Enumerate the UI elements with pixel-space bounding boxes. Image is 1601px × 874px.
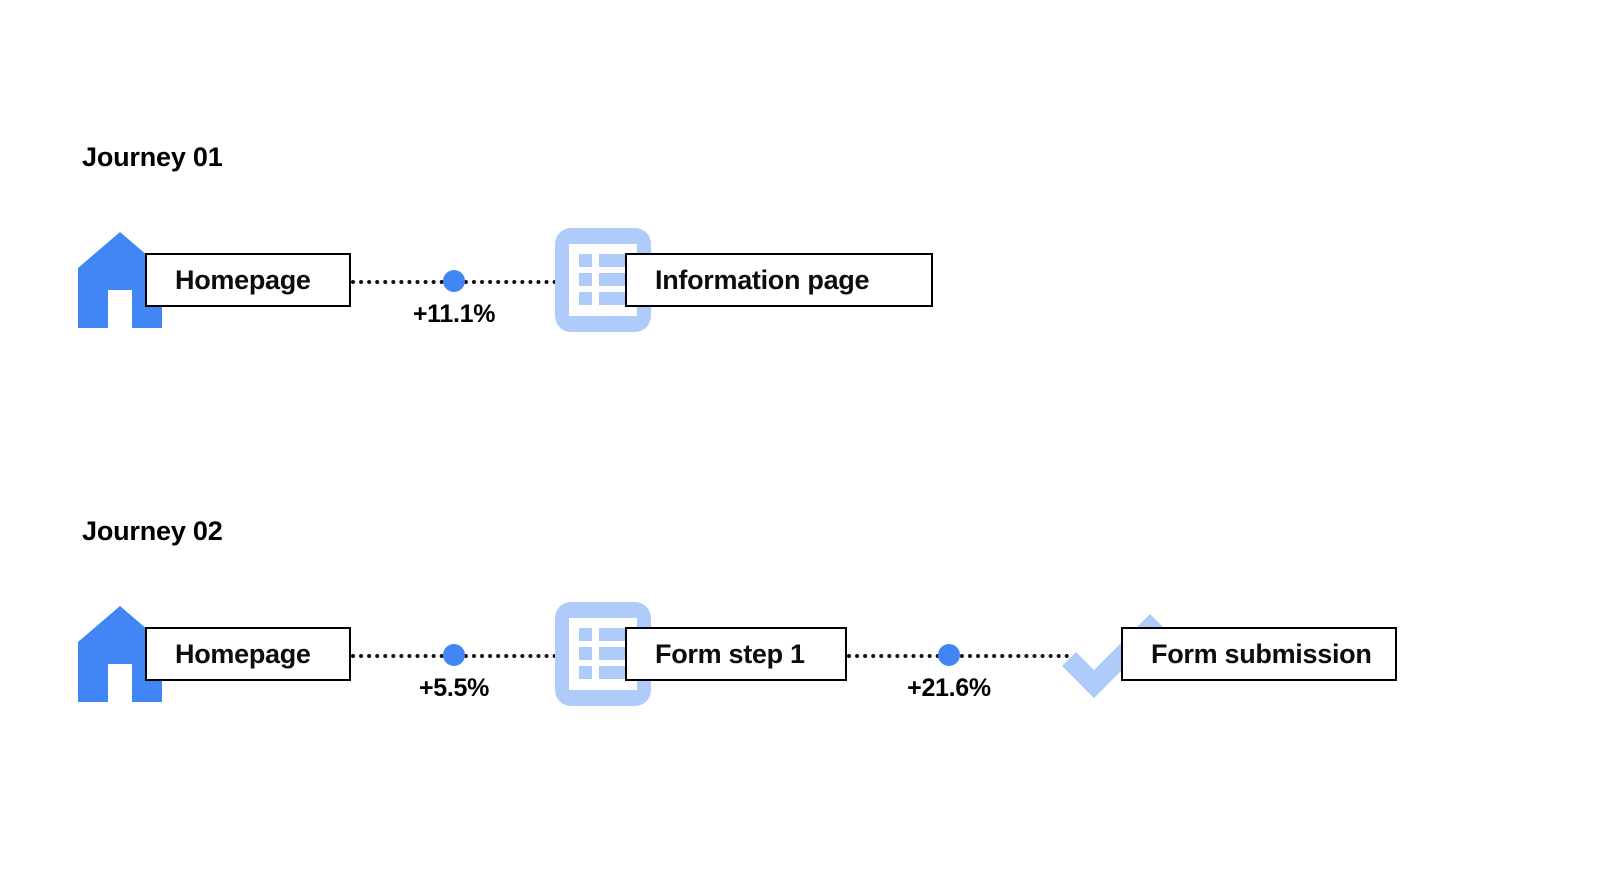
node-label-form-step-1: Form step 1 [655,638,805,669]
node-box-form-step-1[interactable]: Form step 1 [625,627,847,681]
house-icon [78,606,162,702]
journey-02-flow: Homepage +5.5% [0,574,1601,734]
node-box-information-page[interactable]: Information page [625,253,933,307]
node-label-form-submission: Form submission [1151,638,1372,669]
connector-percent-label: +11.1% [412,300,496,328]
journey-01-title: Journey 01 [82,142,223,172]
node-box-form-submission[interactable]: Form submission [1121,627,1397,681]
connector-percent-label: +5.5% [418,674,490,702]
journey-02-title: Journey 02 [82,516,223,546]
node-box-homepage-j2[interactable]: Homepage [145,627,351,681]
node-box-homepage-j1[interactable]: Homepage [145,253,351,307]
connector-percent-label: +21.6% [907,674,991,702]
journey-01-flow: Homepage +11.1% [0,200,1601,360]
connector-dot[interactable] [443,644,465,666]
connector-dot[interactable] [938,644,960,666]
node-label-homepage-j1: Homepage [175,264,311,295]
connector-dot[interactable] [443,270,465,292]
connector-homepage-to-form-step-1: +5.5% [351,626,573,702]
house-icon [78,232,162,328]
node-label-information-page: Information page [655,264,870,295]
connector-homepage-to-information-page: +11.1% [351,252,573,328]
node-label-homepage-j2: Homepage [175,638,311,669]
connector-form-step-1-to-form-submission: +21.6% [847,626,1069,702]
